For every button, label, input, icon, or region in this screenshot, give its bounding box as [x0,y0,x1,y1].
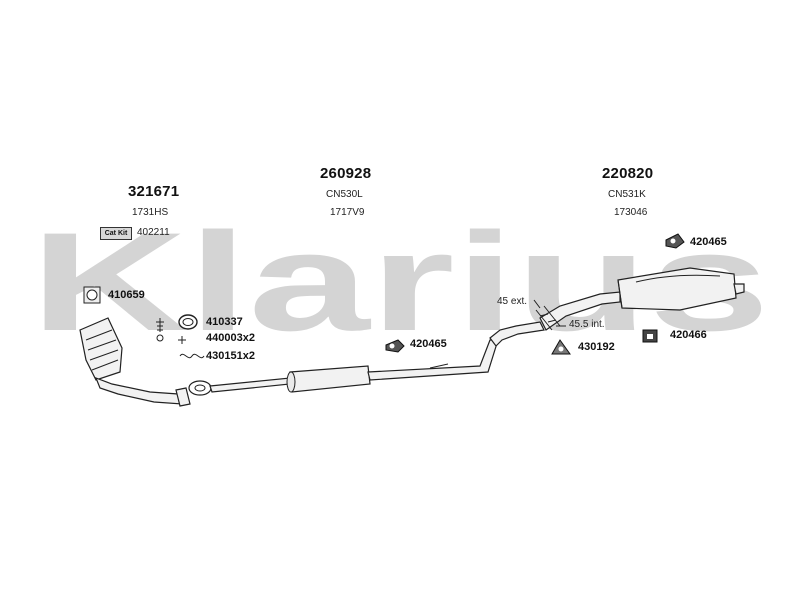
part-number-front: 321671 [128,183,180,200]
code-front-secondary: 402211 [137,227,170,238]
accessory-label-410337: 410337 [206,316,243,328]
code-rear-primary: CN531K [608,189,646,200]
code-front-primary: 1731HS [132,207,169,218]
gasket-ring-icon-410337 [178,314,198,330]
accessory-label-410659: 410659 [108,289,145,301]
dimension-ext-label: 45 ext. [497,296,528,307]
rear-box [539,267,745,331]
rubber-mount-icon-420465-b [665,233,685,249]
part-number-rear: 220820 [602,165,654,182]
centre-silencer [209,321,545,393]
bolt-hardware-drawing [156,318,205,359]
mount-icon-420466 [642,329,658,343]
accessory-label-420465-rear: 420465 [690,236,727,248]
dimension-markers [533,299,566,331]
code-centre-primary: CN530L [326,189,363,200]
accessory-label-430192: 430192 [578,341,615,353]
accessory-label-420465-centre: 420465 [410,338,447,350]
catalytic-converter [79,317,191,407]
accessory-label-420466: 420466 [670,329,707,341]
part-number-centre: 260928 [320,165,372,182]
code-centre-secondary: 1717V9 [330,207,365,218]
cat-kit-badge: Cat Kit [100,227,132,240]
clamp-icon-410659 [83,286,101,304]
accessory-label-430151x2: 430151x2 [206,350,255,362]
flange-gasket-drawing [188,380,212,396]
bracket-icon-430192 [551,339,571,355]
dimension-int-label: 45.5 int. [569,319,605,330]
accessory-label-440003x2: 440003x2 [206,332,255,344]
code-rear-secondary: 173046 [614,207,648,218]
rubber-mount-icon-420465-a [385,339,405,353]
